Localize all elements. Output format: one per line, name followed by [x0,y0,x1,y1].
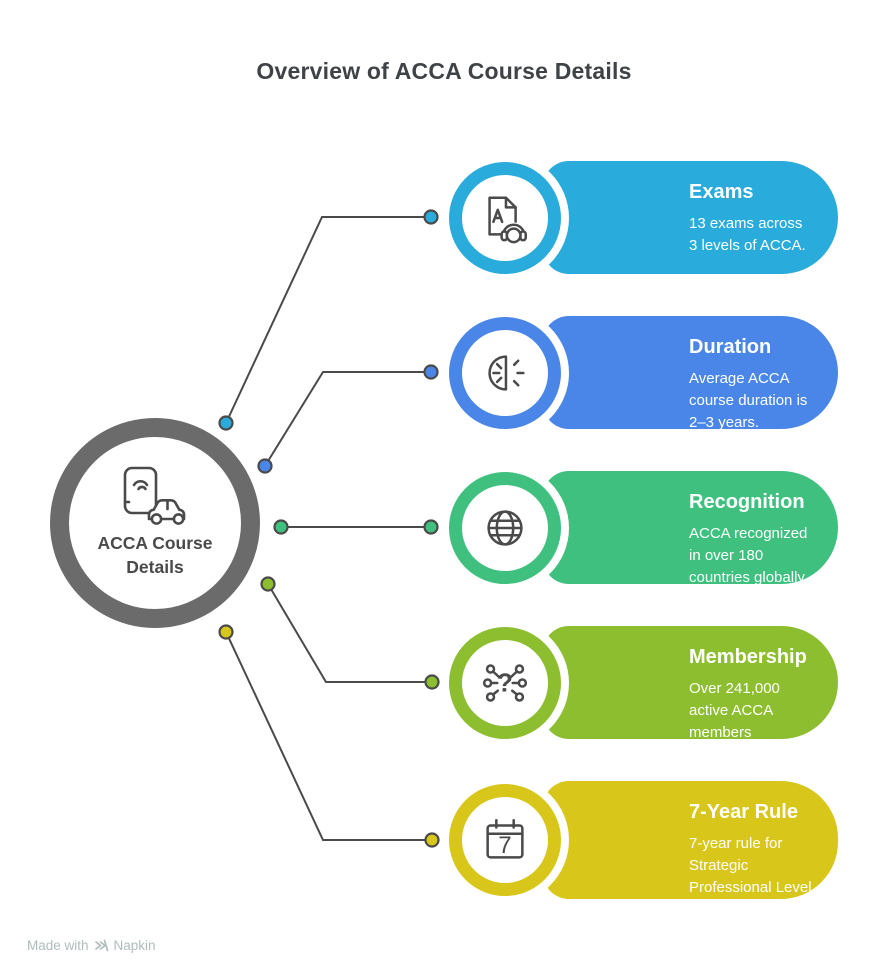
connector-dot [423,364,439,380]
card-title: Duration [689,336,772,358]
card-title: Exams [689,181,754,203]
card-description: ACCA recognized in over 180 countries gl… [689,525,808,586]
page-title: Overview of ACCA Course Details [256,58,632,84]
card-recognition: Recognition ACCA recognized in over 180 … [441,463,838,592]
card-description: 13 exams across 3 levels of ACCA. [689,215,806,254]
connector-dot [218,624,234,640]
made-with-label: Made with [27,938,89,953]
card-pill: Exams 13 exams across 3 levels of ACCA. [543,161,838,274]
card-pill: Recognition ACCA recognized in over 180 … [543,471,838,586]
card-pill: Duration Average ACCA course duration is… [543,316,838,431]
card-icon-circle [441,308,569,437]
connector-dot [218,415,234,431]
card-icon-circle: ? [441,618,569,747]
footer-credit: Made with Napkin [27,938,156,953]
network-question-icon: ? [482,663,528,702]
connector-dot [260,576,276,592]
globe-icon [487,509,523,546]
calendar-7-icon: 7 [486,818,524,859]
card-description: 7-year rule for Strategic Professional L… [689,835,812,918]
card-title: Membership [689,646,807,668]
card-pill: 7-Year Rule 7-year rule for Strategic Pr… [543,781,838,917]
exam-document-icon [488,195,527,245]
card-description: Average ACCA course duration is 2–3 year… [689,370,808,431]
card-icon-circle: 7 [441,776,569,904]
card-title: Recognition [689,491,805,513]
card-icon-circle [441,153,569,282]
card-exams: Exams 13 exams across 3 levels of ACCA. [441,153,838,282]
card-7-year-rule: 7-Year Rule 7-year rule for Strategic Pr… [441,776,838,917]
card-pill: Membership Over 241,000 active ACCA memb… [543,626,838,762]
connector-dot [424,832,440,848]
center-label: ACCA Course Details [97,533,213,577]
card-description: Over 241,000 active ACCA members worldwi… [689,680,780,763]
card-title: 7-Year Rule [689,801,798,823]
phone-car-icon [123,467,186,526]
brand-label: Napkin [113,938,156,953]
connector-dot [424,674,440,690]
napkin-logo-icon [94,939,108,952]
connector-dot [423,209,439,225]
half-clock-icon [488,354,525,391]
card-icon-circle [441,463,569,592]
svg-text:7: 7 [498,832,511,859]
card-membership: Membership Over 241,000 active ACCA memb… [441,618,838,762]
connector-dot [423,519,439,535]
connector-dot [257,458,273,474]
card-duration: Duration Average ACCA course duration is… [441,308,838,437]
center-node: ACCA Course Details [50,418,260,628]
svg-text:?: ? [497,667,513,697]
connector-dot [273,519,289,535]
